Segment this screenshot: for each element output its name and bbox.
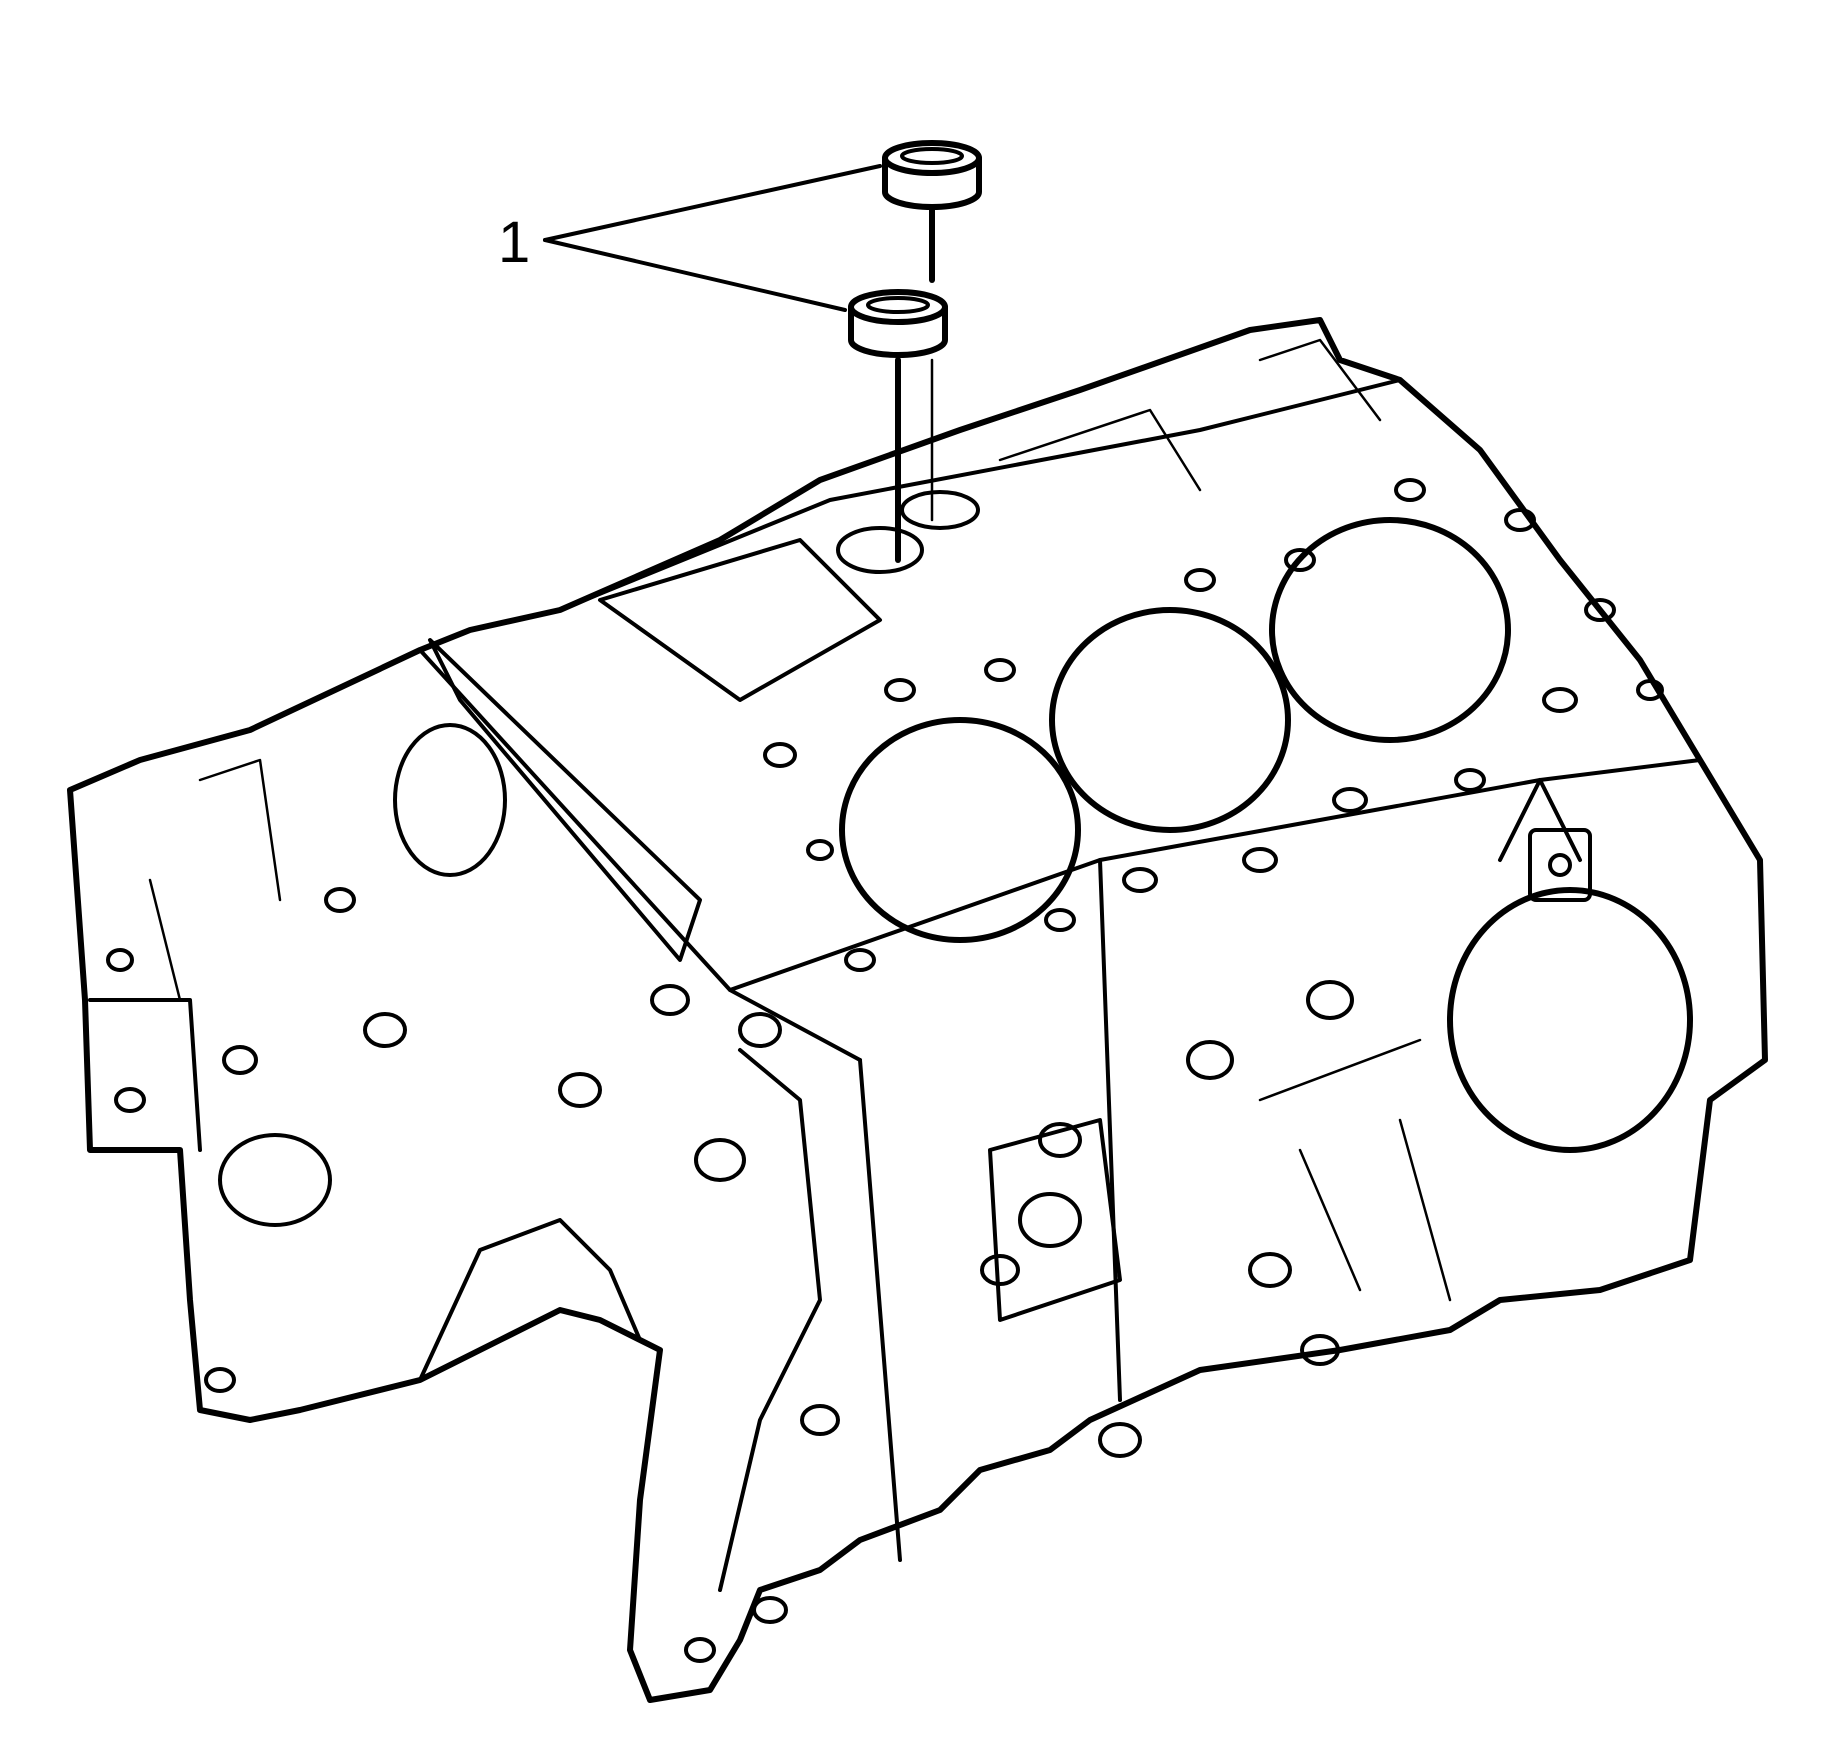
cylinder-bore-3 [1269, 517, 1511, 743]
leader-line-lower [543, 238, 847, 312]
deck-back-edge [558, 378, 1402, 612]
camshaft-bore [393, 723, 507, 877]
engine-block [67, 317, 1768, 1703]
callout-label-1: 1 [498, 210, 530, 275]
expansion-plug-lower [848, 289, 948, 358]
leader-line-upper [543, 164, 882, 242]
plug-bore-lower [836, 526, 924, 574]
deck-holes [763, 478, 1664, 972]
rear-bracket [1498, 778, 1582, 862]
front-boss [218, 1133, 332, 1227]
crankcase-arch [418, 1218, 642, 1382]
expansion-plug-upper [882, 140, 982, 210]
rear-main-bore [1447, 887, 1693, 1153]
deck-front-edge [728, 758, 1702, 992]
callout-1: 1 [498, 164, 882, 312]
sensor-boss [1528, 828, 1592, 902]
valley-plate [598, 538, 882, 702]
cylinder-bore-2 [1049, 607, 1291, 833]
oil-pan-rail [1098, 858, 1122, 1402]
left-bank-face [428, 638, 702, 962]
front-face-edge [88, 998, 202, 1152]
cylinder-bore-1 [839, 717, 1081, 943]
lower-center-edge [858, 1058, 902, 1562]
oil-filter-pad [988, 1118, 1122, 1322]
plug-bore-upper [900, 490, 980, 530]
timing-face-edge [718, 1048, 822, 1592]
